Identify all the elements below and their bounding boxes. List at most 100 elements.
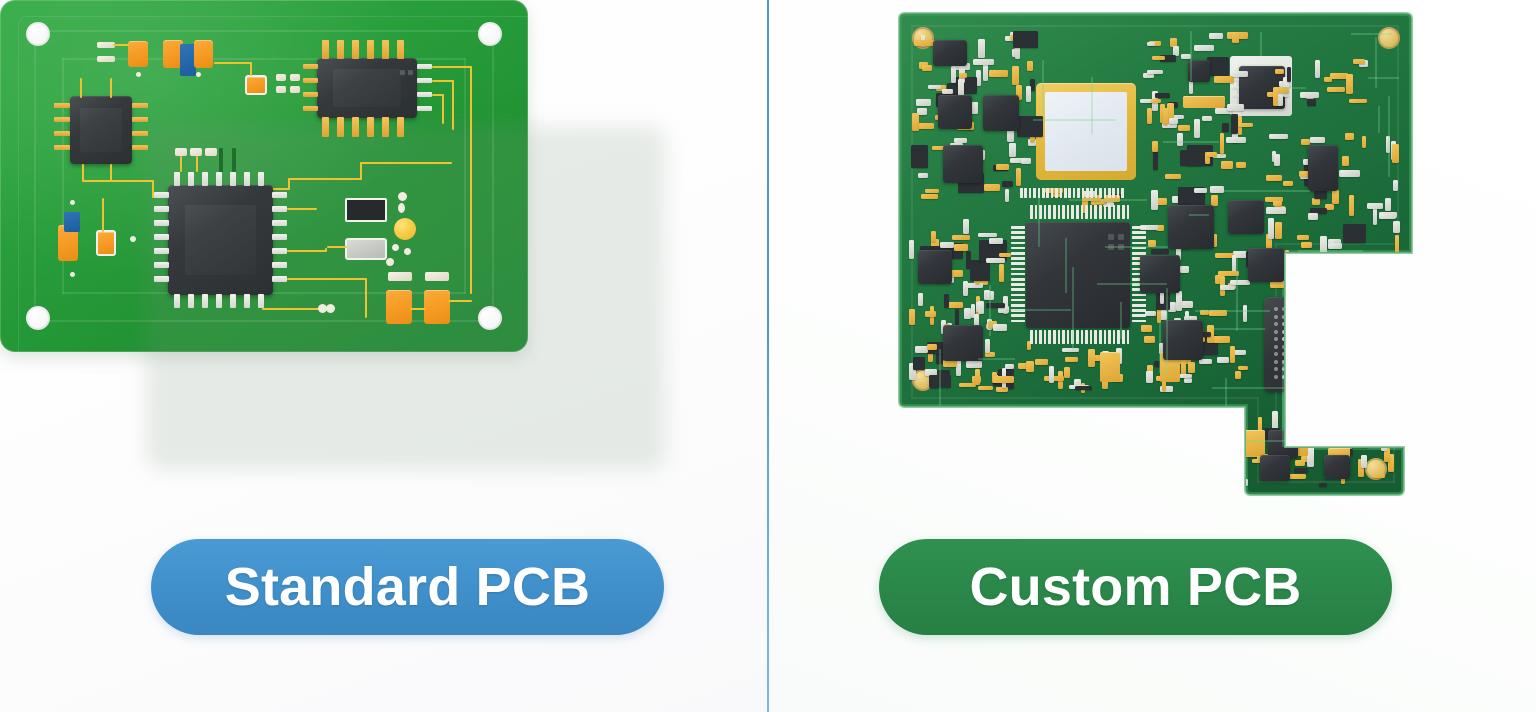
gold-pad (1215, 274, 1222, 285)
gold-pad (1159, 104, 1165, 124)
ic-pin (1089, 205, 1093, 219)
smd-passive (966, 283, 983, 289)
ic-pin (1011, 252, 1025, 255)
ic-pin (1011, 262, 1025, 265)
gold-pad (921, 65, 933, 71)
bga-ball (1282, 337, 1286, 341)
qfn-ic (918, 250, 952, 284)
gold-pad (1147, 240, 1157, 248)
smd-ic (1150, 248, 1170, 255)
qfp-microcontroller (168, 185, 273, 295)
smd-ic (1343, 224, 1366, 244)
gold-pad (1346, 73, 1353, 95)
smd-passive (1007, 125, 1015, 142)
gold-pad (1212, 335, 1231, 344)
gold-pad (917, 122, 934, 130)
gold-pad (1300, 139, 1311, 145)
gold-pad (1352, 59, 1366, 65)
ic-pin (1068, 188, 1071, 198)
smd-passive (1320, 236, 1327, 258)
pcb-trace (1064, 237, 1067, 294)
gold-pad (1151, 56, 1165, 61)
gold-pad (1087, 348, 1095, 368)
smd-ic (1294, 467, 1309, 474)
ic-pin (1132, 298, 1146, 302)
smd-passive (1231, 128, 1238, 144)
ic-pin (1132, 267, 1146, 271)
smd-passive (1175, 301, 1193, 309)
ic-pin (1089, 330, 1093, 344)
qfn-ic (1228, 200, 1264, 234)
ic-pin (1011, 226, 1025, 229)
smd-ic (1012, 31, 1038, 49)
standard-pcb-label-button[interactable]: Standard PCB (151, 539, 664, 635)
pcb-trace (1105, 245, 1168, 248)
gold-pad (1341, 155, 1350, 167)
bga-ball (1282, 329, 1286, 334)
ic-pin (1033, 188, 1036, 198)
gold-pad (1300, 456, 1312, 462)
gold-pad (1208, 309, 1227, 317)
ic-pin (1132, 241, 1146, 245)
bga-ball (1274, 307, 1278, 311)
bga-ball (1282, 344, 1286, 349)
smd-passive (1327, 243, 1343, 249)
bga-ball (1274, 359, 1278, 364)
gold-pad (1324, 203, 1335, 211)
orange-connector-pad-left (386, 290, 412, 324)
smd-passive (1172, 45, 1180, 56)
silkscreen-outline (18, 16, 750, 696)
standard-pcb-panel: Standard PCB (0, 0, 768, 712)
orange-pad-3 (194, 40, 213, 68)
smd-ic (954, 308, 960, 325)
gold-pad (1383, 447, 1390, 463)
gold-pad (954, 243, 968, 251)
smd-passive (1009, 142, 1016, 158)
gold-pad (1311, 197, 1321, 205)
ic-pin (1053, 205, 1056, 219)
ic-pin (1132, 272, 1146, 276)
ic-pin (1034, 205, 1038, 219)
ic-pin (1108, 330, 1111, 344)
ic-pin (1064, 188, 1067, 198)
ic-pin (1103, 188, 1107, 198)
ic-pin (1011, 293, 1025, 297)
ic-pin (1011, 231, 1025, 234)
ic-pin (1132, 262, 1146, 265)
bga-ball (1282, 307, 1286, 311)
smd-passive (993, 324, 1008, 332)
ic-pin (1126, 330, 1130, 344)
gold-pad (1266, 175, 1282, 181)
smd-passive (916, 98, 931, 106)
gold-pad (988, 320, 998, 328)
ic-pin (1071, 330, 1074, 344)
smd-passive (1308, 213, 1318, 220)
ic-pin (1011, 272, 1025, 276)
smd-passive (1225, 136, 1247, 143)
smd-ic (944, 293, 949, 308)
pcb-trace (1162, 141, 1220, 144)
ic-pin (1121, 188, 1124, 198)
gold-pad (1237, 365, 1249, 370)
gold-pad (1395, 235, 1400, 254)
pcb-trace (1387, 95, 1390, 178)
qfn-ic (1188, 60, 1210, 82)
ic-pin (1132, 304, 1146, 307)
smd-passive (1282, 77, 1290, 97)
pcb-trace (989, 284, 992, 337)
gold-pad (1044, 187, 1063, 193)
panel-divider (767, 0, 769, 712)
gold-pad (952, 234, 970, 241)
smd-ic (985, 302, 1005, 308)
pcb-trace (1223, 189, 1310, 192)
smd-passive (1159, 343, 1164, 355)
custom-pcb-label-text: Custom PCB (969, 557, 1302, 617)
smd-passive (964, 308, 972, 319)
ic-pin (1094, 330, 1097, 344)
gold-pad (1217, 271, 1239, 277)
smd-passive (1025, 85, 1031, 103)
passive-components-field (900, 14, 1411, 494)
smd-passive (1272, 410, 1278, 432)
custom-pcb-label-button[interactable]: Custom PCB (879, 539, 1392, 635)
pcb-trace (1033, 119, 1117, 122)
